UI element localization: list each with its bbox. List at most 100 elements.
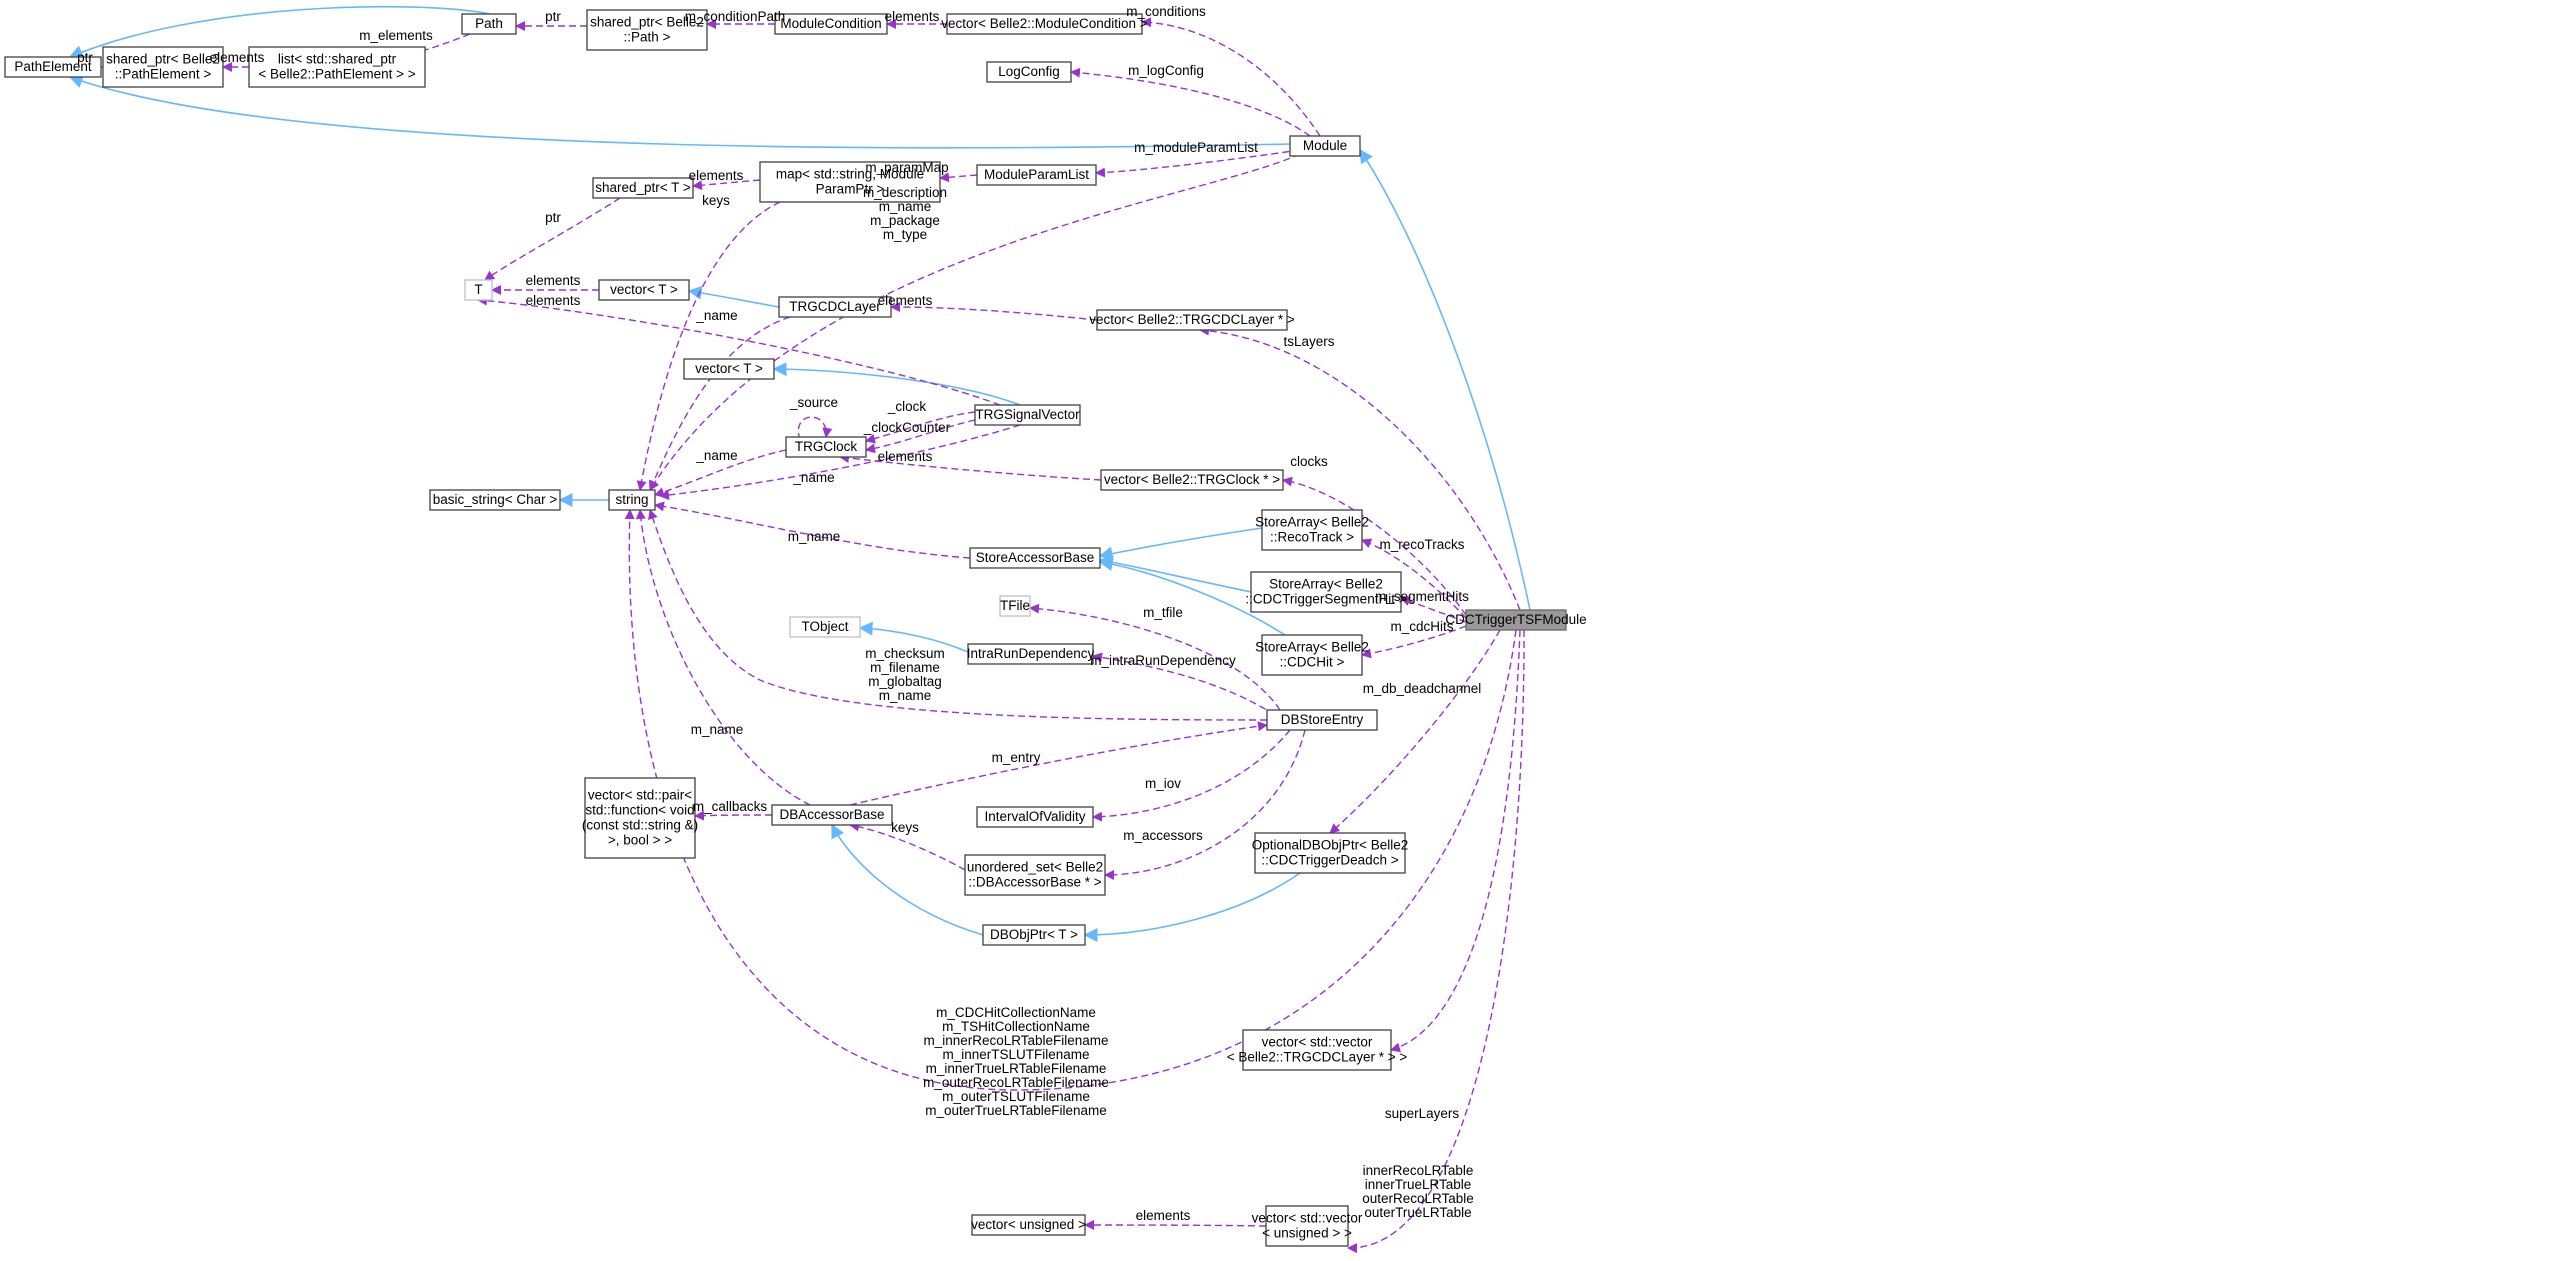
edge-label-text: m_globaltag bbox=[868, 674, 942, 689]
edge-label-text: m_elements bbox=[359, 28, 433, 43]
usage-edge bbox=[654, 501, 971, 559]
class-node-vector-unsigned[interactable]: vector< unsigned > bbox=[971, 1214, 1086, 1236]
edge-label-lr-tables-group: innerRecoLRTableinnerTrueLRTableouterRec… bbox=[1362, 1163, 1474, 1220]
class-node-path-element[interactable]: PathElement bbox=[4, 56, 102, 78]
class-node-vector-vector-unsigned[interactable]: vector< std::vector< unsigned > > bbox=[1252, 1205, 1363, 1247]
node-box bbox=[982, 924, 1086, 946]
edge-label-text: m_name bbox=[788, 529, 841, 544]
edge-label-elements-list: elements bbox=[210, 50, 265, 65]
edge-label-name-signal-vector: _name bbox=[792, 470, 834, 485]
node-box bbox=[999, 595, 1031, 617]
class-node-interval-of-validity[interactable]: IntervalOfValidity bbox=[976, 806, 1094, 828]
node-label: vector< unsigned > bbox=[971, 1217, 1086, 1232]
usage-edge bbox=[649, 153, 1301, 491]
class-node-log-config[interactable]: LogConfig bbox=[986, 61, 1072, 83]
node-box bbox=[785, 436, 867, 458]
node-box bbox=[102, 46, 224, 88]
edge-label-text: m_checksum bbox=[865, 646, 945, 661]
node-box bbox=[584, 777, 696, 859]
class-node-cdc-trigger-tsf-module[interactable]: CDCTriggerTSFModule bbox=[1445, 609, 1587, 631]
edge-label-elements-trgcdc-layer: elements bbox=[878, 293, 933, 308]
class-node-list-shared-ptr[interactable]: list< std::shared_ptr< Belle2::PathEleme… bbox=[248, 46, 426, 88]
class-node-basic-string[interactable]: basic_string< Char > bbox=[429, 489, 561, 511]
edge-label-text: m_name bbox=[691, 722, 744, 737]
class-node-tobject[interactable]: TObject bbox=[789, 616, 861, 638]
edge-label-m-name-db-accessor: m_name bbox=[691, 722, 744, 737]
class-node-vector-vector-trgcdc-layer[interactable]: vector< std::vector< Belle2::TRGCDCLayer… bbox=[1227, 1029, 1408, 1071]
class-node-trg-signal-vector[interactable]: TRGSignalVector bbox=[974, 404, 1081, 426]
class-node-optional-db-obj-ptr[interactable]: OptionalDBObjPtr< Belle2::CDCTriggerDead… bbox=[1252, 832, 1408, 874]
class-node-module-param-list[interactable]: ModuleParamList bbox=[976, 164, 1097, 186]
class-node-trgcdc-layer[interactable]: TRGCDCLayer bbox=[778, 296, 892, 318]
edge-label-text: ptr bbox=[545, 9, 561, 24]
usage-edge bbox=[1092, 652, 1276, 716]
edge-label-text: elements bbox=[885, 9, 940, 24]
inheritance-edge bbox=[1083, 872, 1301, 942]
node-label: StoreArray< Belle2 bbox=[1255, 640, 1369, 655]
node-box bbox=[1100, 469, 1284, 491]
node-box bbox=[1265, 1205, 1349, 1247]
class-node-module[interactable]: Module bbox=[1289, 135, 1361, 157]
node-box bbox=[586, 9, 708, 51]
edge-label-text: m_outerRecoLRTableFilename bbox=[923, 1075, 1109, 1090]
class-node-vector-trg-clock[interactable]: vector< Belle2::TRGClock * > bbox=[1100, 469, 1284, 491]
node-box bbox=[1266, 709, 1378, 731]
node-label: std::function< void bbox=[585, 803, 694, 818]
class-node-shared-ptr-path[interactable]: shared_ptr< Belle2::Path > bbox=[586, 9, 708, 51]
class-node-vector-pair-function[interactable]: vector< std::pair<std::function< void(co… bbox=[582, 777, 698, 859]
class-node-t[interactable]: T bbox=[464, 279, 493, 301]
class-node-vector-t-a[interactable]: vector< T > bbox=[598, 279, 690, 301]
class-node-vector-trgcdc-layer[interactable]: vector< Belle2::TRGCDCLayer * > bbox=[1089, 309, 1295, 331]
usage-edge bbox=[1329, 629, 1501, 834]
edge-label-ptr-t: ptr bbox=[545, 210, 561, 225]
edge-label-text: m_package bbox=[870, 213, 940, 228]
node-label: vector< T > bbox=[695, 361, 763, 376]
edge-label-text: elements bbox=[878, 449, 933, 464]
class-node-string[interactable]: string bbox=[608, 489, 656, 511]
usage-edge bbox=[654, 449, 787, 497]
class-node-shared-ptr-t[interactable]: shared_ptr< T > bbox=[592, 177, 694, 199]
class-node-intra-run-dependency[interactable]: IntraRunDependency bbox=[967, 643, 1095, 665]
class-node-trg-clock[interactable]: TRGClock bbox=[785, 436, 867, 458]
class-node-db-store-entry[interactable]: DBStoreEntry bbox=[1266, 709, 1378, 731]
edge-label-m-elements: m_elements bbox=[359, 28, 433, 43]
usage-edge bbox=[477, 295, 1001, 406]
class-node-vector-t-b[interactable]: vector< T > bbox=[683, 358, 775, 380]
node-label: T bbox=[474, 282, 482, 297]
node-label: CDCTriggerTSFModule bbox=[1445, 612, 1586, 627]
node-box bbox=[789, 616, 861, 638]
edge-label-text: _name bbox=[792, 470, 834, 485]
class-node-store-array-recotrack[interactable]: StoreArray< Belle2::RecoTrack > bbox=[1255, 509, 1369, 551]
edge-label-elements-t-layer: elements bbox=[526, 293, 581, 308]
node-label: < Belle2::PathElement > > bbox=[258, 67, 415, 82]
edge-label-m-callbacks: m_callbacks bbox=[693, 799, 768, 814]
node-label: map< std::string, Module bbox=[776, 167, 924, 182]
class-node-tfile[interactable]: TFile bbox=[999, 595, 1031, 617]
edge-label-text: m_segmentHits bbox=[1375, 589, 1469, 604]
class-node-db-accessor-base[interactable]: DBAccessorBase bbox=[771, 804, 893, 826]
edge-label-m-module-param-list: m_moduleParamList bbox=[1134, 140, 1258, 155]
class-node-store-accessor-base[interactable]: StoreAccessorBase bbox=[969, 547, 1101, 569]
node-box bbox=[598, 279, 690, 301]
class-node-shared-ptr-pathelement[interactable]: shared_ptr< Belle2::PathElement > bbox=[102, 46, 224, 88]
node-box bbox=[1289, 135, 1361, 157]
usage-edge bbox=[1347, 629, 1525, 1254]
node-label: vector< std::pair< bbox=[588, 788, 692, 803]
node-box bbox=[964, 854, 1106, 896]
class-node-store-array-segmenthit[interactable]: StoreArray< Belle2::CDCTriggerSegmentHit… bbox=[1245, 571, 1407, 613]
class-node-vector-module-condition[interactable]: vector< Belle2::ModuleCondition > bbox=[941, 13, 1148, 35]
edge-label-text: elements bbox=[878, 293, 933, 308]
class-node-module-condition[interactable]: ModuleCondition bbox=[774, 13, 888, 35]
class-node-db-obj-ptr[interactable]: DBObjPtr< T > bbox=[982, 924, 1086, 946]
edge-label-text: m_innerTSLUTFilename bbox=[942, 1047, 1089, 1062]
edge-label-m-reco-tracks: m_recoTracks bbox=[1379, 537, 1464, 552]
class-node-store-array-cdchit[interactable]: StoreArray< Belle2::CDCHit > bbox=[1255, 634, 1369, 676]
edge-label-text: m_callbacks bbox=[693, 799, 768, 814]
node-label: TRGClock bbox=[795, 439, 858, 454]
class-node-unordered-set[interactable]: unordered_set< Belle2::DBAccessorBase * … bbox=[964, 854, 1106, 896]
usage-edge bbox=[1199, 325, 1521, 611]
edge-label-text: m_filename bbox=[870, 660, 940, 675]
class-node-path[interactable]: Path bbox=[461, 13, 517, 35]
edge-label-m-name-store: m_name bbox=[788, 529, 841, 544]
